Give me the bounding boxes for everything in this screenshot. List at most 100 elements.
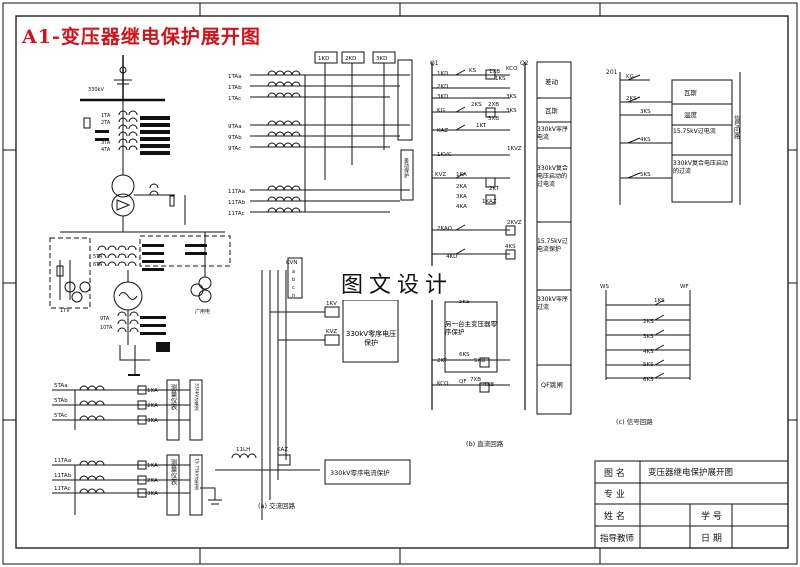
signal-ks-2: 2KS <box>626 96 637 102</box>
dc-contact-22: 2KT <box>489 186 500 192</box>
signal-function-temp: 温度 <box>684 110 698 119</box>
dc-contact-16: 1KVC <box>437 152 452 158</box>
dc-contact-1: 1KD <box>437 71 448 77</box>
lower-side-2: 15.75kV过电流 <box>194 458 200 492</box>
dc-contact-20: 4KA <box>456 204 467 210</box>
dc-contact-33: 7XB <box>470 377 481 383</box>
kvn-phase-c: c <box>292 285 295 291</box>
dc-contact-12: 3XB <box>488 116 499 122</box>
dc-contact-7: 2KS <box>471 102 482 108</box>
lower-ct1-b: 5TAb <box>54 398 68 404</box>
lower-ct1-a: 5TAa <box>54 383 68 389</box>
dc-contact-9: KCO <box>506 66 518 72</box>
dc-contact-35: 2KT <box>437 358 448 364</box>
lower-ct2-b: 11TAb <box>54 473 72 479</box>
primary-one-line-diagram <box>49 55 231 376</box>
lower-ka1-3: 3KA <box>147 418 158 424</box>
ac-ct1-a: 1TAa <box>228 74 242 80</box>
ac-ct1-b: 1TAb <box>228 85 242 91</box>
tb-date-label: 日 期 <box>701 533 722 544</box>
dc-function-1575-overcurrent: 15.75kV过电流保护 <box>537 238 568 253</box>
signal-col-ks-2: 2KS <box>643 319 654 325</box>
ac-ct2-b: 9TAb <box>228 135 242 141</box>
lower-ka1-1: 1KA <box>147 388 158 394</box>
dc-function-gas: 瓦斯 <box>545 106 559 115</box>
signal-ks-4: 4KS <box>640 137 651 143</box>
pt-label: 1TV <box>60 308 70 314</box>
signal-col-ks-5: 5KS <box>643 362 654 368</box>
caption-dc: (b) 直流回路 <box>466 439 504 448</box>
signal-col-ks-3: 3KS <box>643 334 654 340</box>
dc-function-trip: QF跳闸 <box>541 380 563 389</box>
bus-voltage-label: 330kV <box>88 87 104 93</box>
ac-ct1-c: 1TAc <box>228 96 241 102</box>
dc-function-diff: 差动 <box>545 77 559 86</box>
dc-contact-17: 1KA <box>456 172 467 178</box>
dc-contact-13: 1KT <box>476 123 487 129</box>
ct-column-1 <box>118 110 138 151</box>
kvn-phase-a: a <box>292 269 295 275</box>
ct-label-4: 4TA <box>101 147 111 153</box>
dc-contact-15: 1KVZ <box>507 146 522 152</box>
kv-relay-label: 1KV <box>326 301 337 307</box>
dc-function-composite-voltage: 330kV复合电压启动的过电流 <box>537 165 569 188</box>
dc-q1-label: Q1 <box>430 60 439 67</box>
kvn-label: KVN <box>286 260 297 266</box>
zero-seq-voltage-box: 330kV零序电压保护 <box>345 330 397 347</box>
title-block <box>594 460 789 549</box>
caption-signal: (c) 信号回路 <box>616 417 653 426</box>
dc-contact-36: 3KS <box>506 94 517 100</box>
dc-contact-4: KG <box>437 108 445 114</box>
dc-function-330-zero-seq: 330kV零序过流 <box>537 296 569 311</box>
kd-relay-3: 3KD <box>376 56 387 62</box>
dc-contact-10: 1XB <box>489 69 500 75</box>
diff-protection-label: 差动保护 <box>403 157 409 179</box>
ac-circuit-diagram <box>52 51 414 520</box>
dc-contact-3: 3KD <box>437 94 448 100</box>
ct-label-1: 1TA <box>101 113 111 119</box>
signal-ws-label: WS <box>600 284 609 290</box>
signal-kg-label: KG <box>626 74 634 80</box>
lower-meter-2: 测量仪表 <box>169 459 177 487</box>
dc-contact-6: 1KS <box>495 76 506 82</box>
signal-col-ks-4: 4KS <box>643 349 654 355</box>
dc-contact-31: KCO <box>437 381 449 387</box>
dc-contact-26: 4KS <box>505 244 516 250</box>
tb-fig-label: 图 名 <box>604 467 625 479</box>
dc-contact-11: 2XB <box>488 102 499 108</box>
watermark-text: 图文设计 <box>322 266 472 300</box>
lower-side-1: 330kV过电流 <box>194 383 200 412</box>
signal-wf-label: WF <box>680 284 689 290</box>
dc-function-zero-seq-current: 330kV零序电流 <box>537 126 569 141</box>
caption-ac: (a) 交流回路 <box>258 501 296 510</box>
ct-label-5: 5TA <box>93 254 103 260</box>
kvn-phase-b: b <box>292 277 295 283</box>
dc-other-transformer-block: 另一台主变压器零序保护 <box>445 320 497 336</box>
lower-ka1-2: 2KA <box>147 403 158 409</box>
drawing-title: A1-变压器继电保护展开图 <box>22 26 261 48</box>
aux-transformer-label: 广用电 <box>195 308 210 315</box>
dc-contact-34: 4XB <box>483 382 494 388</box>
dc-contact-27: 4KD <box>446 254 457 260</box>
tb-major-label: 专 业 <box>604 488 625 500</box>
signal-side-label: 信号回路 <box>733 114 740 140</box>
kd-relay-1: 1KD <box>318 56 329 62</box>
kvz-relay-label: KVZ <box>326 329 337 335</box>
dc-q2-label: Q2 <box>520 60 529 67</box>
tb-advisor-label: 指导教师 <box>600 533 635 544</box>
signal-bus-label: 201 <box>606 69 618 76</box>
dc-contact-28: 5KS <box>459 299 470 305</box>
tb-fig-name: 变压器继电保护展开图 <box>648 467 733 478</box>
dc-contact-14: KAZ <box>437 128 448 134</box>
ac-ct2-c: 9TAc <box>228 146 241 152</box>
kd-relay-2: 2KD <box>345 56 356 62</box>
dc-contact-29: 6KS <box>459 352 470 358</box>
dc-contact-25: 2KAO <box>437 226 453 232</box>
signal-circuit-diagram <box>605 72 741 380</box>
dc-contact-32: QF <box>459 379 467 385</box>
dc-contact-5: KS <box>469 68 477 74</box>
dc-contact-30: 5XB <box>474 358 485 364</box>
dc-contact-8: 3KS <box>506 108 517 114</box>
